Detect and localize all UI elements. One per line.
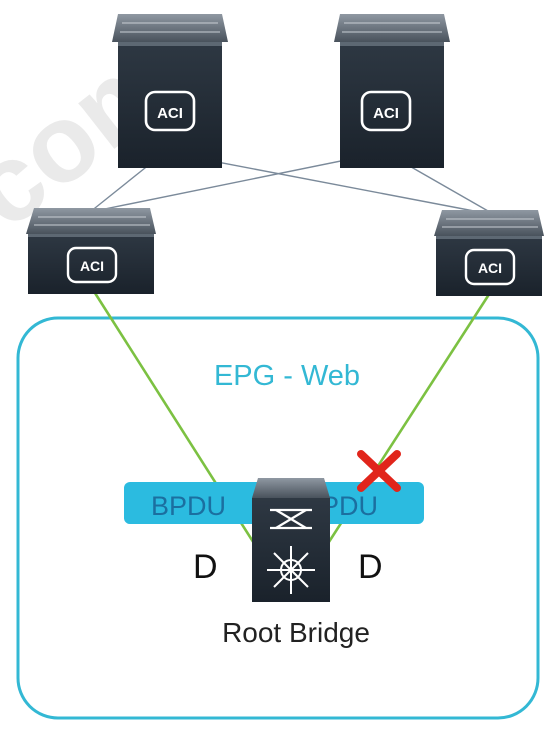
crossover-icon	[270, 508, 312, 530]
aci-icon: ACI	[464, 248, 516, 286]
svg-text:ACI: ACI	[478, 260, 502, 276]
svg-text:ACI: ACI	[373, 105, 399, 122]
nexus-star-icon	[267, 546, 315, 594]
port-role-right: D	[358, 548, 383, 586]
aci-icon: ACI	[144, 90, 196, 132]
bpdu-left-label: BPDU	[151, 491, 226, 521]
root-bridge-switch	[252, 478, 330, 602]
aci-icon: ACI	[66, 246, 118, 284]
root-bridge-label: Root Bridge	[222, 617, 370, 648]
link-spine2-leaf1	[89, 151, 386, 213]
leaf-switch-2: ACI	[434, 210, 544, 296]
port-role-left: D	[193, 548, 218, 586]
spine-switch-1: ACI	[112, 14, 228, 168]
leaf-switch-1: ACI	[26, 208, 156, 294]
blocked-x-icon	[357, 450, 401, 492]
epg-label: EPG - Web	[214, 360, 360, 392]
aci-icon: ACI	[360, 90, 412, 132]
svg-text:ACI: ACI	[80, 258, 104, 274]
epg-boundary	[16, 316, 540, 720]
spine-switch-2: ACI	[334, 14, 450, 168]
svg-text:ACI: ACI	[157, 105, 183, 122]
